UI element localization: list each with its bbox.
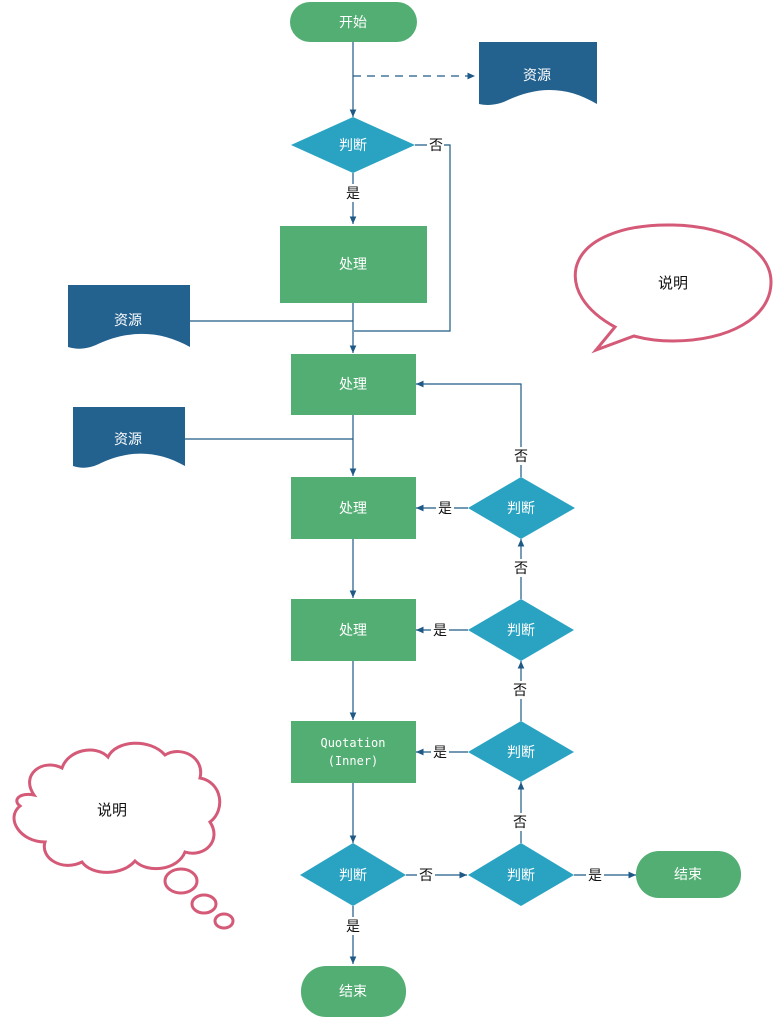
- edge-label-d2-yes: 是: [438, 501, 452, 517]
- quotation-label-line2: (Inner): [328, 754, 379, 768]
- edge-labels: 否 是 否 是 否 是 否 是 否 否 是 是: [344, 136, 604, 935]
- edge-label-d2-no: 否: [514, 449, 528, 465]
- start-node[interactable]: 开始: [290, 2, 417, 42]
- edge-label-d4-no: 否: [513, 683, 527, 699]
- process-label-1: 处理: [339, 257, 367, 273]
- decision-label-5: 判断: [339, 868, 367, 884]
- resource-top-right[interactable]: 资源: [479, 42, 597, 105]
- edge-label-d5-no: 否: [419, 868, 433, 884]
- decision-label-3: 判断: [507, 623, 535, 639]
- decision-right-1[interactable]: 判断: [468, 477, 575, 539]
- thought-bubble-medium: [190, 893, 218, 915]
- end-label-bottom: 结束: [339, 984, 367, 1000]
- decision-top[interactable]: 判断: [291, 117, 415, 173]
- resource-left-1[interactable]: 资源: [68, 285, 190, 349]
- resource-label-2: 资源: [114, 313, 142, 329]
- resource-label-3: 资源: [114, 432, 142, 448]
- thought-bubble-large: [163, 867, 199, 895]
- edge-label-d3-no: 否: [514, 561, 528, 577]
- process-box-4[interactable]: 处理: [291, 599, 416, 661]
- start-label: 开始: [339, 15, 367, 31]
- edge-label-d4-yes: 是: [433, 745, 447, 761]
- edge-label-d1-yes: 是: [346, 186, 360, 202]
- decision-bottom-left[interactable]: 判断: [300, 843, 406, 906]
- decision-bottom-right[interactable]: 判断: [468, 843, 574, 906]
- speech-note-label: 说明: [658, 274, 688, 292]
- process-box-1[interactable]: 处理: [280, 226, 427, 303]
- decision-right-3[interactable]: 判断: [468, 721, 574, 782]
- decision-label-2: 判断: [507, 501, 535, 517]
- edge-label-d1-no: 否: [429, 138, 443, 154]
- edge-label-d5-yes: 是: [346, 919, 360, 935]
- process-box-quotation[interactable]: Quotation (Inner): [291, 721, 416, 783]
- edge-label-d6-yes: 是: [588, 868, 602, 884]
- process-box-3[interactable]: 处理: [291, 477, 416, 539]
- process-label-4: 处理: [339, 623, 367, 639]
- process-label-2: 处理: [339, 377, 367, 393]
- quotation-label-line1: Quotation: [320, 736, 385, 750]
- process-box-2[interactable]: 处理: [291, 354, 416, 415]
- speech-bubble-note[interactable]: 说明: [573, 223, 773, 354]
- end-label-right: 结束: [674, 867, 702, 883]
- decision-right-2[interactable]: 判断: [468, 599, 574, 661]
- decision-label-6: 判断: [507, 868, 535, 884]
- thought-cloud-note[interactable]: 说明: [12, 741, 235, 930]
- end-node-bottom[interactable]: 结束: [301, 966, 406, 1017]
- decision-label-4: 判断: [507, 745, 535, 761]
- edge-label-d6-no: 否: [513, 815, 527, 831]
- resource-label-1: 资源: [523, 68, 551, 84]
- edge-decision-2-no: [416, 380, 522, 477]
- thought-bubble-small: [213, 912, 235, 930]
- edge-label-d3-yes: 是: [433, 623, 447, 639]
- decision-label-1: 判断: [339, 138, 367, 154]
- end-node-right[interactable]: 结束: [636, 851, 741, 898]
- process-label-3: 处理: [339, 501, 367, 517]
- thought-note-label: 说明: [97, 801, 127, 819]
- resource-left-2[interactable]: 资源: [73, 407, 185, 468]
